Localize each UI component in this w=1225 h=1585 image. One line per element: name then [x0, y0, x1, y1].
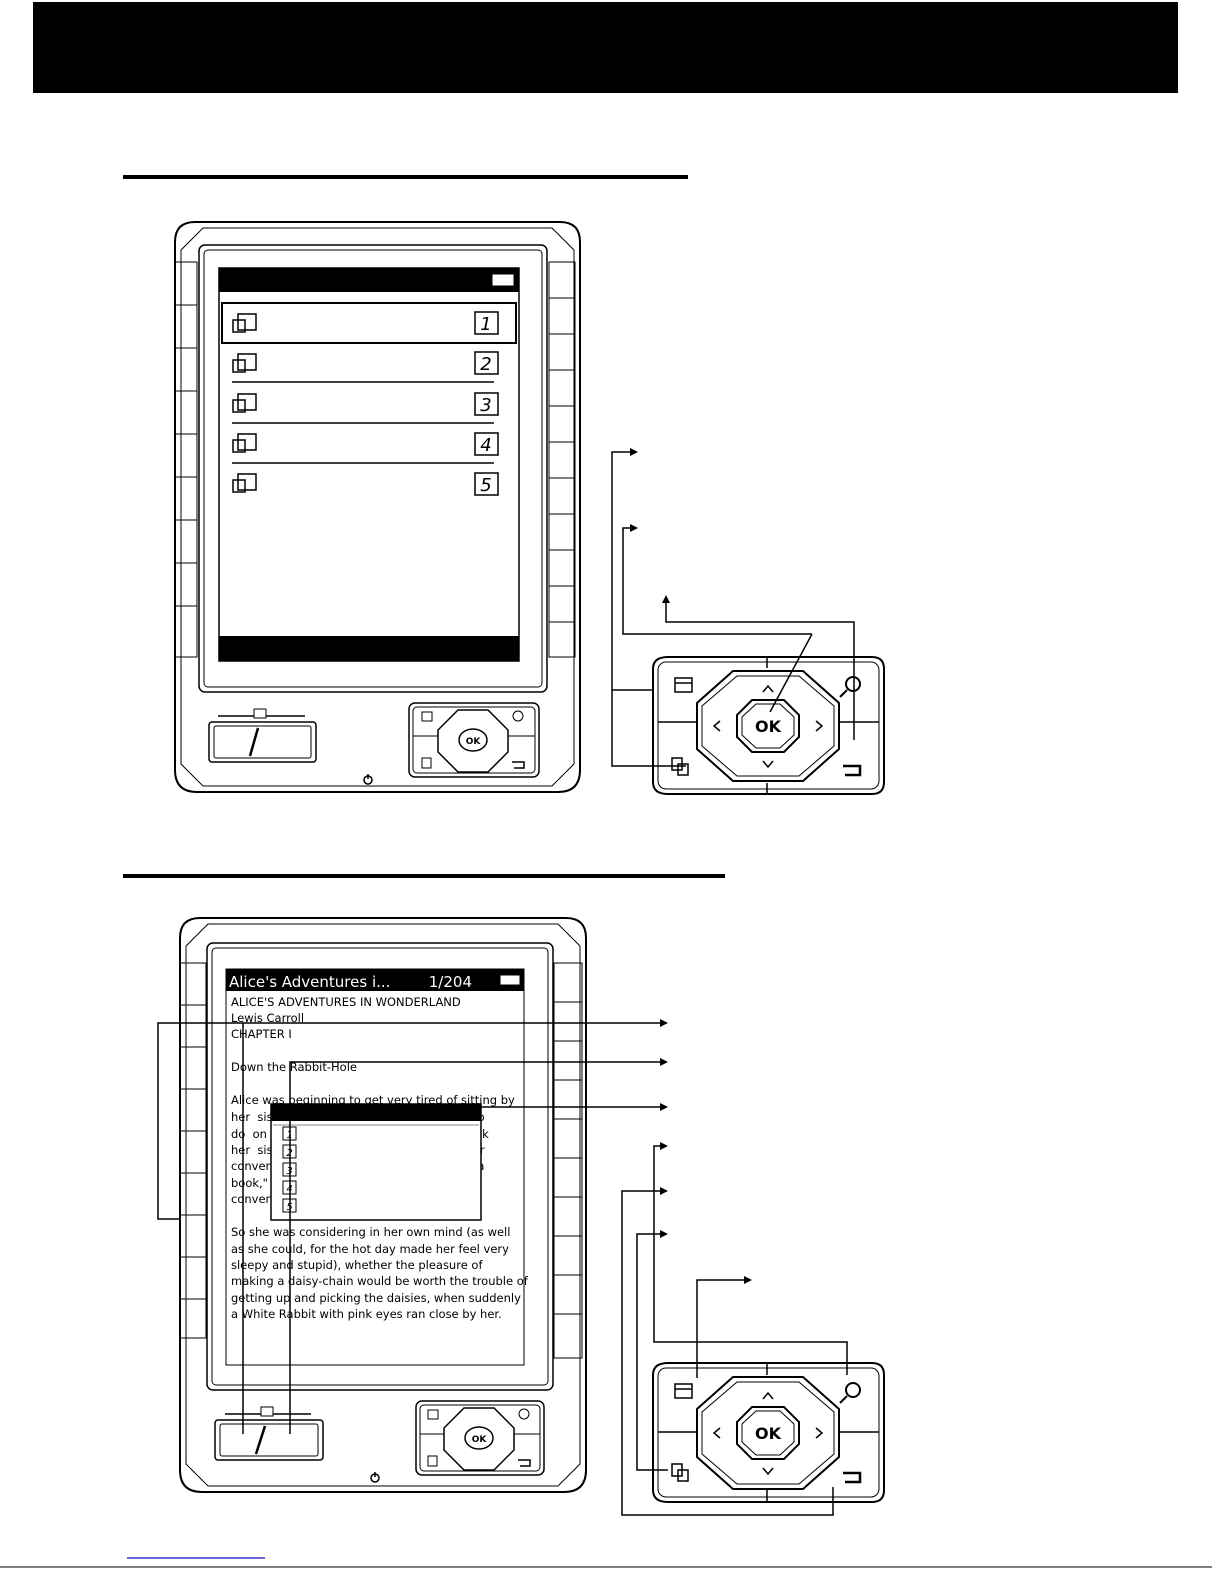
- row-number: 2: [480, 354, 491, 375]
- keypad-small[interactable]: OK: [408, 702, 540, 778]
- page-turn-rocker[interactable]: [214, 1406, 324, 1461]
- down-arrow-icon: [762, 1467, 774, 1476]
- side-grips-left: [179, 962, 207, 1339]
- row-number: 1: [480, 314, 491, 335]
- power-icon[interactable]: [370, 1472, 380, 1483]
- top-callouts: [611, 448, 855, 767]
- book-line: ALICE'S ADVENTURES IN WONDERLAND: [231, 995, 461, 1009]
- book-line: Down the Rabbit-Hole: [231, 1060, 357, 1074]
- search-icon: [518, 1408, 530, 1420]
- row-icons: [232, 313, 257, 493]
- folder-icon: [421, 711, 433, 722]
- page-turn-rocker[interactable]: [208, 708, 317, 763]
- folder-icon: [674, 1383, 693, 1399]
- search-icon: [512, 710, 524, 722]
- back-icon: [843, 1471, 862, 1484]
- right-arrow-icon: [815, 1427, 824, 1439]
- book-line: a White Rabbit with pink eyes ran close …: [231, 1307, 502, 1321]
- book-line: convers: [231, 1192, 276, 1206]
- copy-icon: [671, 757, 689, 776]
- top-device: 1 2 3 4 5: [174, 221, 581, 793]
- keypad-large-top[interactable]: OK: [652, 656, 885, 795]
- left-arrow-icon: [712, 1427, 721, 1439]
- ok-label-small: OK: [472, 1435, 488, 1445]
- folder-icon: [674, 677, 693, 693]
- search-icon: [839, 676, 861, 698]
- side-grips-right: [553, 962, 583, 1359]
- bottom-callouts: [157, 1019, 668, 1434]
- folder-icon: [427, 1409, 439, 1420]
- ok-label: OK: [755, 1424, 782, 1443]
- keypad-small[interactable]: OK: [415, 1400, 545, 1476]
- left-arrow-icon: [712, 720, 721, 732]
- row-number: 4: [480, 435, 491, 456]
- book-line: getting up and picking the daisies, when…: [231, 1291, 521, 1305]
- up-arrow-icon: [762, 1391, 774, 1400]
- ok-label-small: OK: [466, 737, 482, 747]
- book-line: making a daisy-chain would be worth the …: [231, 1274, 529, 1288]
- power-icon[interactable]: [363, 774, 373, 785]
- back-icon: [518, 1459, 531, 1467]
- copy-icon: [421, 757, 432, 769]
- page-indicator: 1/204: [429, 973, 472, 991]
- screen: [218, 267, 520, 662]
- screen-top-bar: [219, 268, 519, 292]
- keypad-large-bottom[interactable]: OK: [652, 1362, 885, 1503]
- row-number: 5: [480, 475, 491, 496]
- bottom-device: Alice's Adventures i... 1/204 ALICE'S AD…: [179, 917, 587, 1493]
- copy-icon: [671, 1463, 689, 1482]
- book-line: sleepy and stupid), whether the pleasure…: [231, 1258, 483, 1272]
- screen-bezel: [206, 942, 554, 1391]
- bottom-keypad-callouts: [621, 1142, 848, 1516]
- row-number-boxes: [474, 311, 499, 496]
- device-body: [179, 917, 587, 1493]
- book-icon: [260, 1406, 274, 1417]
- side-grips-right: [548, 261, 576, 658]
- book-line: CHAPTER I: [231, 1027, 292, 1041]
- device-body: [174, 221, 581, 793]
- down-arrow-icon: [762, 760, 774, 769]
- book-line: as she could, for the hot day made her f…: [231, 1242, 509, 1256]
- book-line: So she was considering in her own mind (…: [231, 1225, 510, 1239]
- header-bar: [33, 2, 1178, 93]
- book-line: Lewis Carroll: [231, 1011, 304, 1025]
- row-number: 3: [480, 395, 491, 416]
- selected-row: [221, 302, 517, 344]
- right-arrow-icon: [815, 720, 824, 732]
- back-icon: [512, 761, 525, 769]
- copy-icon: [427, 1455, 438, 1467]
- back-icon: [843, 764, 862, 777]
- book-icon: [253, 708, 267, 719]
- search-icon: [839, 1382, 861, 1404]
- book-title: Alice's Adventures i...: [229, 973, 390, 991]
- ok-label: OK: [755, 717, 782, 736]
- up-arrow-icon: [762, 684, 774, 693]
- popup-menu[interactable]: 1 2 3 4 5: [270, 1103, 482, 1221]
- side-grips-left: [174, 261, 198, 658]
- title-bar: [226, 969, 524, 991]
- screen-bezel: [198, 244, 548, 693]
- battery-icon: [491, 273, 515, 287]
- battery-icon: [499, 974, 521, 986]
- screen-bottom-bar: [219, 636, 519, 661]
